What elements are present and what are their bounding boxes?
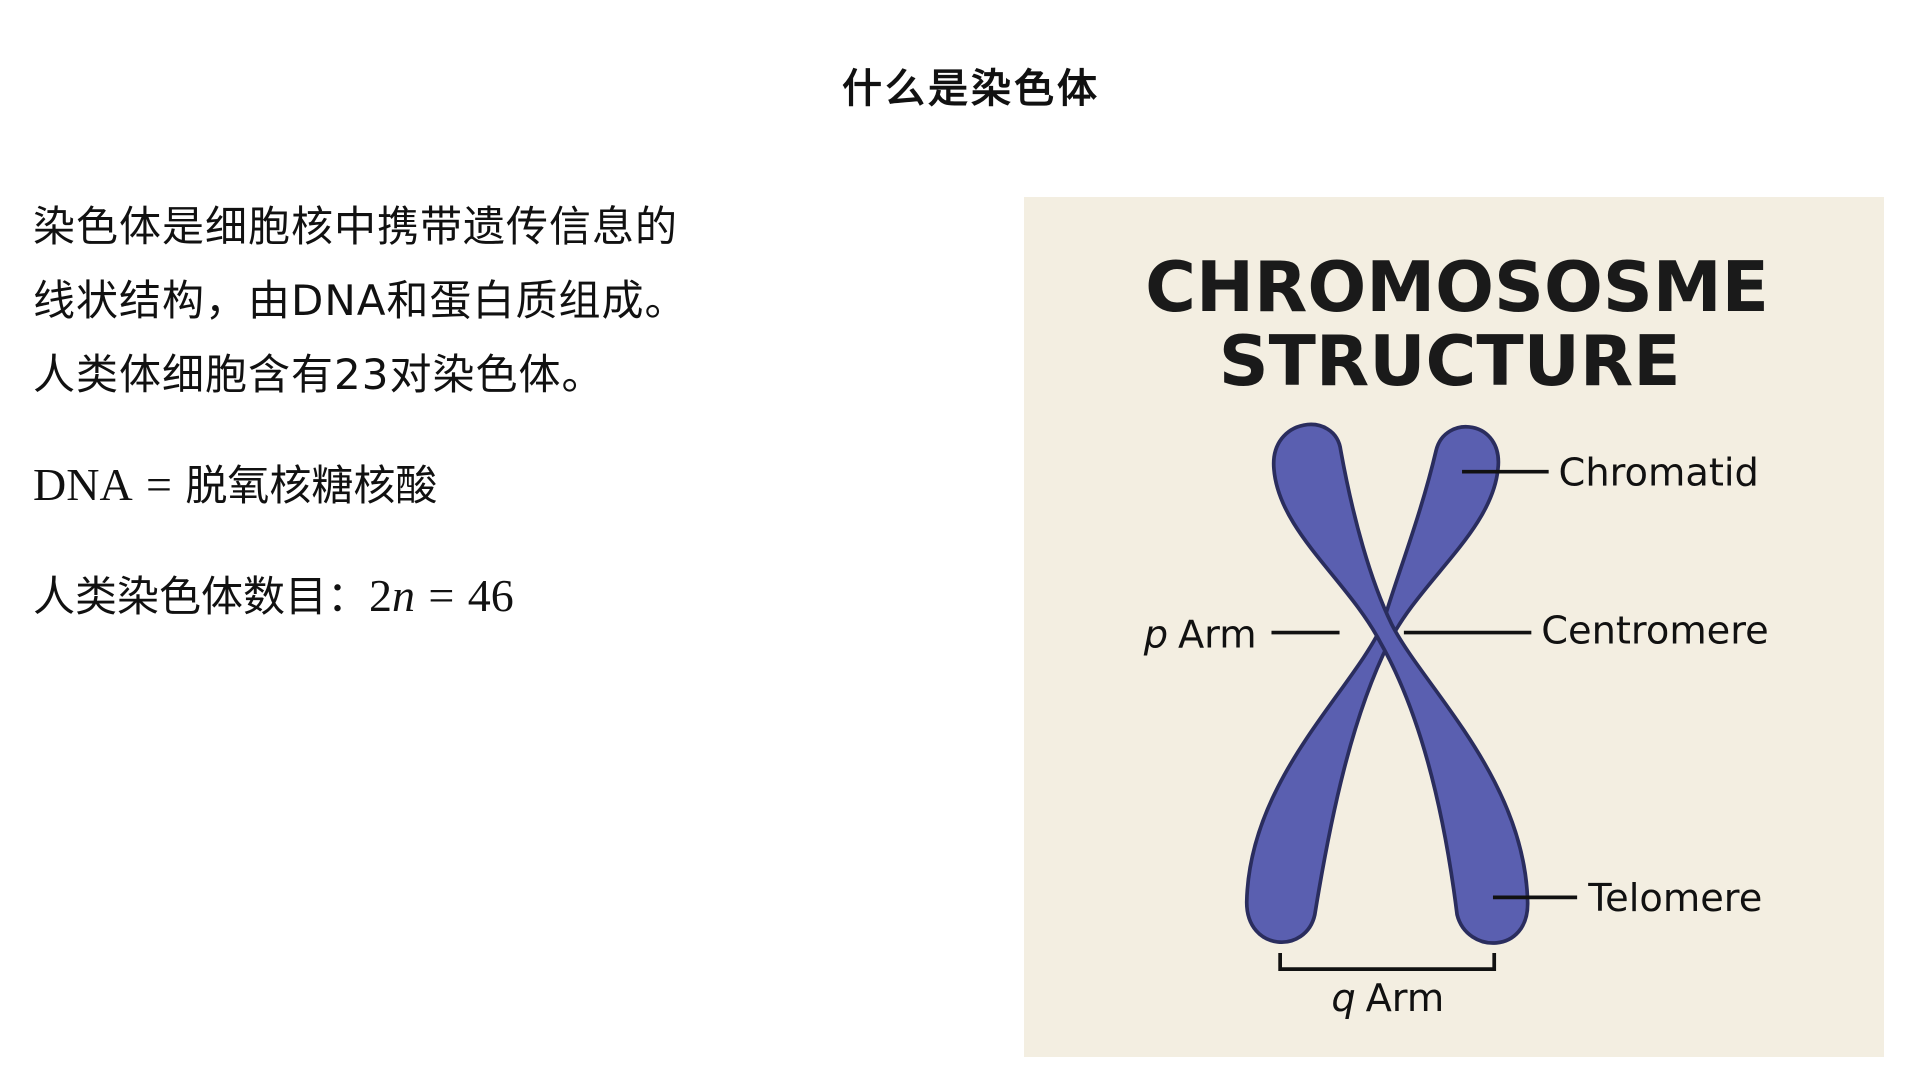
chromatid-left-to-right [1272, 422, 1530, 945]
count-rhs: 46 [467, 570, 514, 621]
paragraph-line: 线状结构，由DNA和蛋白质组成。 [33, 276, 688, 325]
chromosome-shape [1244, 422, 1530, 945]
paragraph-line: 人类体细胞含有23对染色体。 [33, 350, 605, 399]
equals-sign: = [146, 459, 172, 510]
illustration-heading-line2: STRUCTURE [1219, 322, 1681, 402]
label-centromere: Centromere [1541, 609, 1769, 654]
count-lhs-num: 2 [369, 570, 393, 621]
page-title: 什么是染色体 [842, 66, 1100, 112]
q-arm-bracket [1278, 953, 1497, 971]
chromosome-illustration: CHROMOSOSME STRUCTURE Chromatid Centrome… [1024, 197, 1884, 1057]
count-lhs-var: n [392, 570, 416, 621]
dna-formula: DNA = 脱氧核糖核酸 [33, 452, 437, 513]
illustration-heading-line1: CHROMOSOSME [1145, 248, 1769, 328]
chromosome-count-formula: 人类染色体数目：2n = 46 [33, 563, 514, 624]
dna-lhs: DNA [33, 459, 133, 510]
paragraph-line: 染色体是细胞核中携带遗传信息的 [33, 202, 679, 251]
label-chromatid: Chromatid [1559, 450, 1759, 495]
intro-paragraph: 染色体是细胞核中携带遗传信息的 线状结构，由DNA和蛋白质组成。 人类体细胞含有… [33, 190, 688, 412]
dna-rhs: 脱氧核糖核酸 [185, 461, 438, 510]
count-label: 人类染色体数目： [33, 572, 370, 621]
equals-sign: = [428, 570, 455, 621]
label-leader-lines [1271, 469, 1578, 971]
label-telomere: Telomere [1587, 876, 1762, 921]
